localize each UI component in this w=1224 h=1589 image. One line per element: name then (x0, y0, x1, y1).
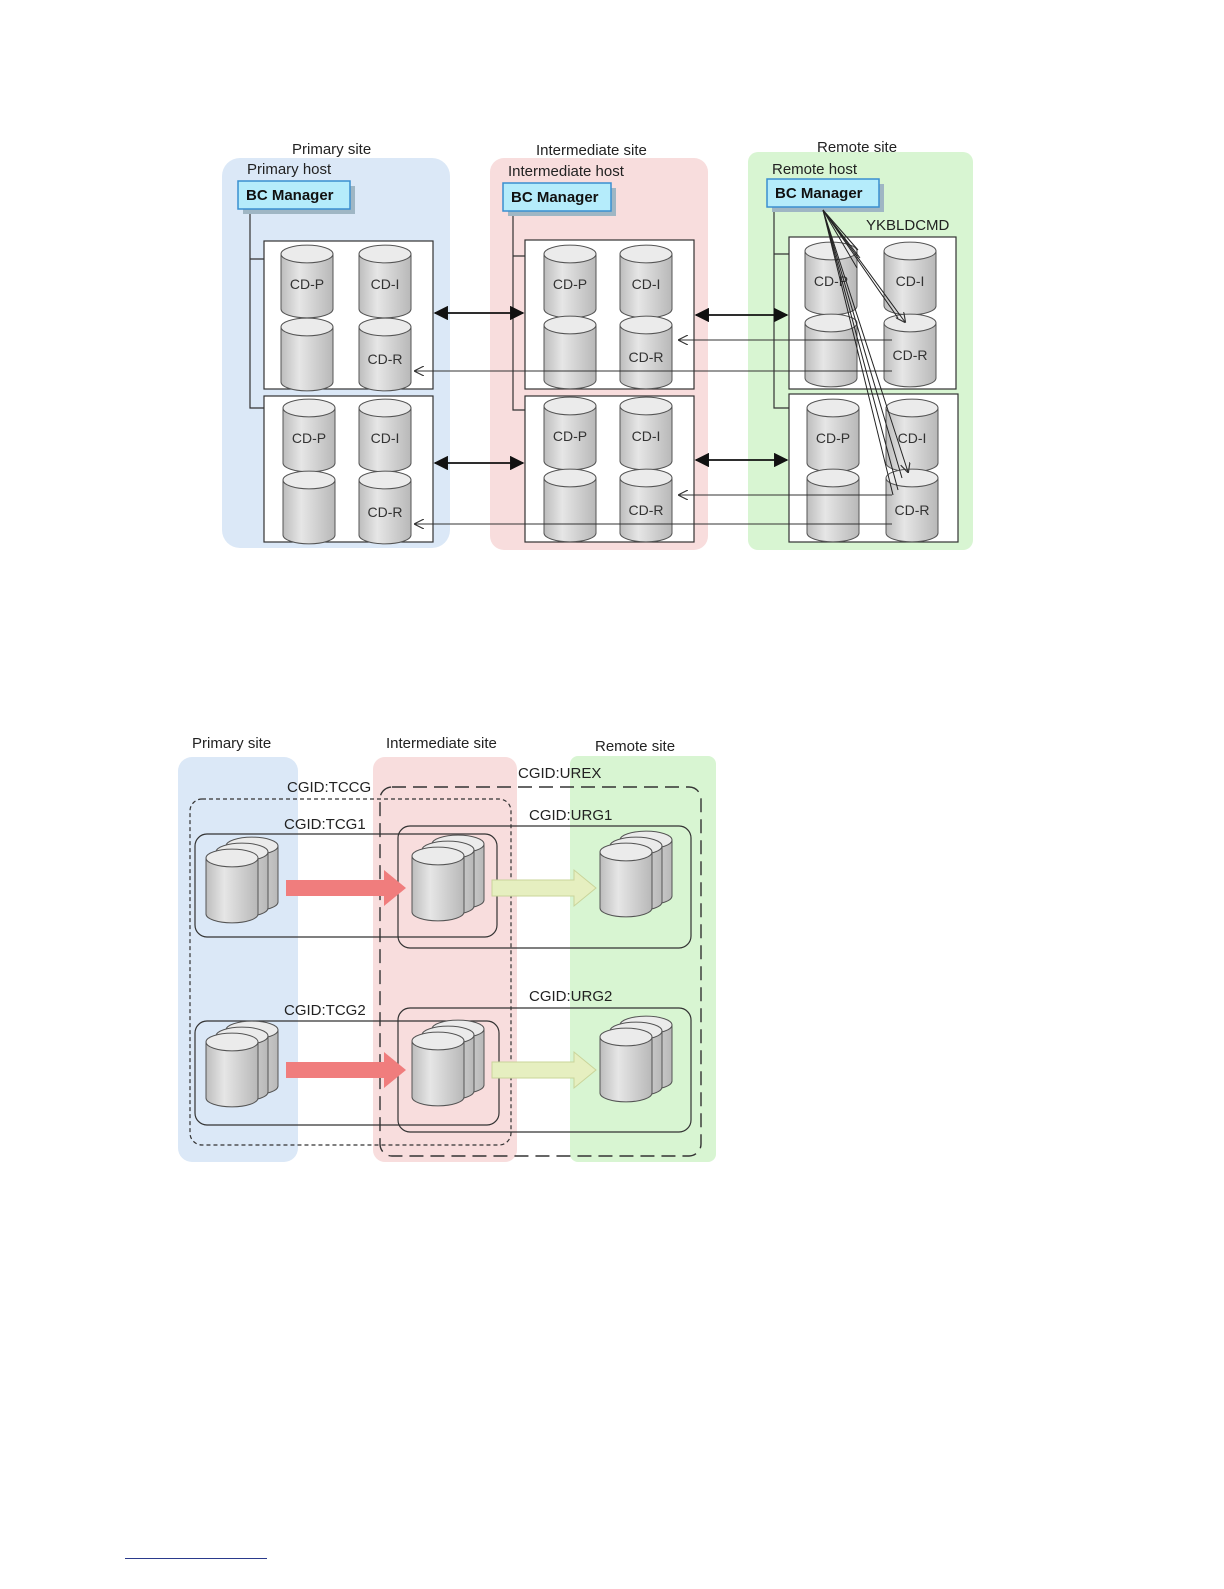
diagram-1: Primary site Intermediate site Remote si… (222, 139, 973, 550)
remote-2-cd-p-label: CD-P (816, 430, 850, 446)
primary-2-cd-i-label: CD-I (371, 430, 400, 446)
primary-stack-2-volume-front (205, 1032, 259, 1108)
remote-stack-2 (599, 1015, 673, 1103)
remote-site-title: Remote site (817, 139, 897, 156)
intermediate-1-cd-p-volume (543, 244, 597, 319)
ur-copy-arrows (491, 868, 597, 1090)
primary-1-cd-r-label: CD-R (368, 351, 403, 367)
remote-2-cd-r-volume (885, 468, 939, 543)
host-connector-lines (249, 212, 789, 411)
primary-2-unlabeled-volume (282, 470, 336, 545)
footer-rule (125, 1558, 267, 1559)
ur-arrow-2 (491, 1050, 597, 1090)
primary-2-cd-p-label: CD-P (292, 430, 326, 446)
return-copy-lines (415, 340, 892, 524)
intermediate-1-cd-p-label: CD-P (553, 276, 587, 292)
diagram-2-volume-stacks (205, 830, 673, 1108)
ykbldcmd-command-lines (822, 209, 908, 496)
tc-arrow-2 (286, 1052, 406, 1088)
diagram-1-volumes: CD-P CD-I CD-R CD-P CD-I CD-R CD-P CD-I CD-R CD-P… (280, 241, 939, 545)
intermediate-stack-2 (411, 1019, 485, 1107)
primary-1-unlabeled-volume (280, 317, 334, 392)
primary-stack-1-volume-front (205, 848, 259, 924)
intermediate-2-cd-p-volume (543, 396, 597, 471)
cgid-tccg-group (189, 798, 512, 1146)
remote-1-unlabeled-volume (804, 313, 858, 388)
pair-arrows (433, 305, 789, 471)
intermediate-1-cd-r-label: CD-R (629, 349, 664, 365)
cgid-urg1-label: CGID:URG1 (529, 807, 612, 824)
primary-site-title: Primary site (292, 141, 371, 158)
intermediate-2-cd-p-label: CD-P (553, 428, 587, 444)
primary-stack-2 (205, 1020, 279, 1108)
remote-bc-manager-label: BC Manager (775, 185, 863, 202)
intermediate-host-title: Intermediate host (508, 163, 625, 180)
tc-arrow-1 (286, 870, 406, 906)
primary-2-cd-i-volume (358, 398, 412, 473)
cgid-tcg2-label: CGID:TCG2 (284, 1002, 366, 1019)
intermediate-1-cd-r-volume (619, 315, 673, 390)
cgid-urex-label: CGID:UREX (518, 765, 601, 782)
intermediate-2-cd-i-label: CD-I (632, 428, 661, 444)
intermediate-stack-2-volume-front (411, 1031, 465, 1107)
primary-host-title: Primary host (247, 161, 332, 178)
cgid-urg2-label: CGID:URG2 (529, 988, 612, 1005)
remote-stack-1-volume-front (599, 842, 653, 918)
primary-bc-manager-label: BC Manager (246, 187, 334, 204)
remote-2-cd-i-volume (885, 398, 939, 473)
intermediate-1-cd-i-label: CD-I (632, 276, 661, 292)
primary-1-cd-i-label: CD-I (371, 276, 400, 292)
remote-1-cd-i-label: CD-I (896, 273, 925, 289)
ykbldcmd-label: YKBLDCMD (866, 217, 950, 234)
diagram-2: Primary site Intermediate site Remote si… (178, 735, 716, 1162)
remote-2-unlabeled-volume (806, 468, 860, 543)
intermediate-2-cd-r-volume (619, 468, 673, 543)
remote-1-cd-p-label: CD-P (814, 273, 848, 289)
d2-remote-site-title: Remote site (595, 738, 675, 755)
intermediate-bc-manager-label: BC Manager (511, 189, 599, 206)
intermediate-stack-1-volume-front (411, 846, 465, 922)
remote-stack-2-volume-front (599, 1027, 653, 1103)
intermediate-stack-1 (411, 834, 485, 922)
primary-1-cd-p-label: CD-P (290, 276, 324, 292)
cgid-urex-group (379, 786, 702, 1157)
intermediate-site-title: Intermediate site (536, 142, 647, 159)
intermediate-bc-manager: BC Manager (502, 182, 616, 216)
intermediate-2-cd-r-label: CD-R (629, 502, 664, 518)
remote-bc-manager: BC Manager (766, 178, 884, 212)
remote-1-cd-r-volume (883, 313, 937, 388)
primary-1-cd-i-volume (358, 244, 412, 319)
d2-intermediate-site-title: Intermediate site (386, 735, 497, 752)
remote-1-cd-i-volume (883, 241, 937, 316)
cgid-tccg-label: CGID:TCCG (287, 779, 371, 796)
intermediate-1-unlabeled-volume (543, 315, 597, 390)
ur-arrow-1 (491, 868, 597, 908)
primary-2-cd-r-volume (358, 470, 412, 545)
intermediate-2-cd-i-volume (619, 396, 673, 471)
remote-2-cd-r-label: CD-R (895, 502, 930, 518)
remote-host-title: Remote host (772, 161, 858, 178)
primary-bc-manager: BC Manager (237, 180, 355, 214)
d2-primary-site-title: Primary site (192, 735, 271, 752)
primary-2-cd-r-label: CD-R (368, 504, 403, 520)
intermediate-2-unlabeled-volume (543, 468, 597, 543)
tc-copy-arrows (286, 870, 406, 1088)
primary-1-cd-r-volume (358, 317, 412, 392)
intermediate-1-cd-i-volume (619, 244, 673, 319)
remote-2-cd-i-label: CD-I (898, 430, 927, 446)
cgid-tcg1-label: CGID:TCG1 (284, 816, 366, 833)
remote-stack-1 (599, 830, 673, 918)
primary-stack-1 (205, 836, 279, 924)
remote-1-cd-r-label: CD-R (893, 347, 928, 363)
